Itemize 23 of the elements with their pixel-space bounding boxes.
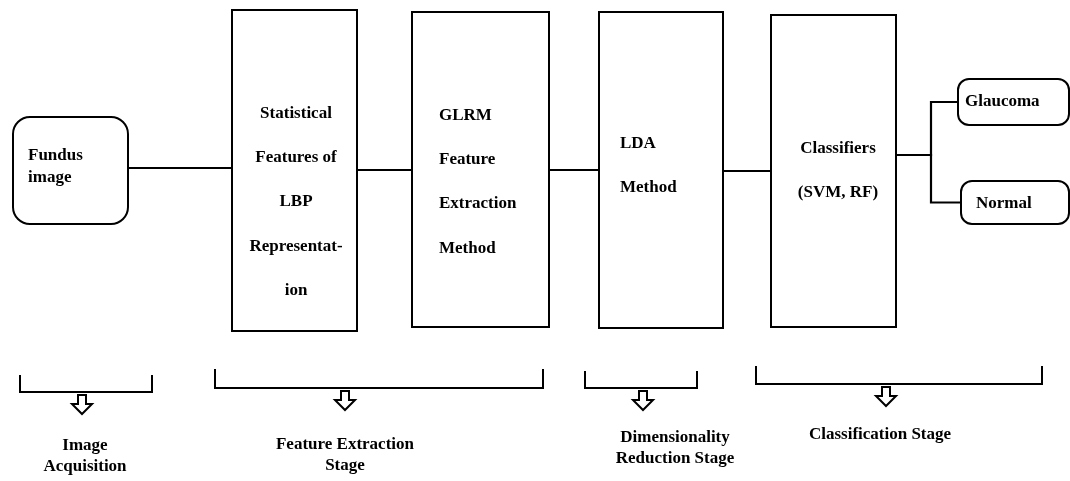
rounded-box	[12, 116, 129, 225]
connector-line	[550, 168, 598, 172]
node-label: GLRM Feature Extraction Method	[439, 104, 518, 259]
stage-label: Feature Extraction Stage	[275, 433, 415, 476]
rounded-box	[960, 180, 1070, 225]
stage-label: Classification Stage	[807, 423, 953, 445]
rounded-box	[957, 78, 1070, 126]
node-label: Glaucoma	[965, 91, 1041, 112]
process-box	[770, 14, 897, 328]
process-box	[231, 9, 358, 332]
node-label: Fundus image	[28, 144, 84, 189]
node-label: Classifiers (SVM, RF)	[796, 137, 880, 204]
process-box	[598, 11, 724, 329]
node-label: Statistical Features of LBP Representat- ion	[248, 102, 344, 301]
connector-line	[724, 169, 770, 173]
connector-line	[897, 153, 960, 204]
process-box	[411, 11, 550, 328]
stage-label: Dimensionality Reduction Stage	[614, 426, 736, 469]
connector-line	[129, 166, 231, 170]
node-label: Normal	[976, 193, 1033, 214]
connector-line	[358, 168, 411, 172]
node-label: LDA Method	[620, 132, 678, 199]
stage-label: Image Acquisition	[42, 434, 128, 477]
